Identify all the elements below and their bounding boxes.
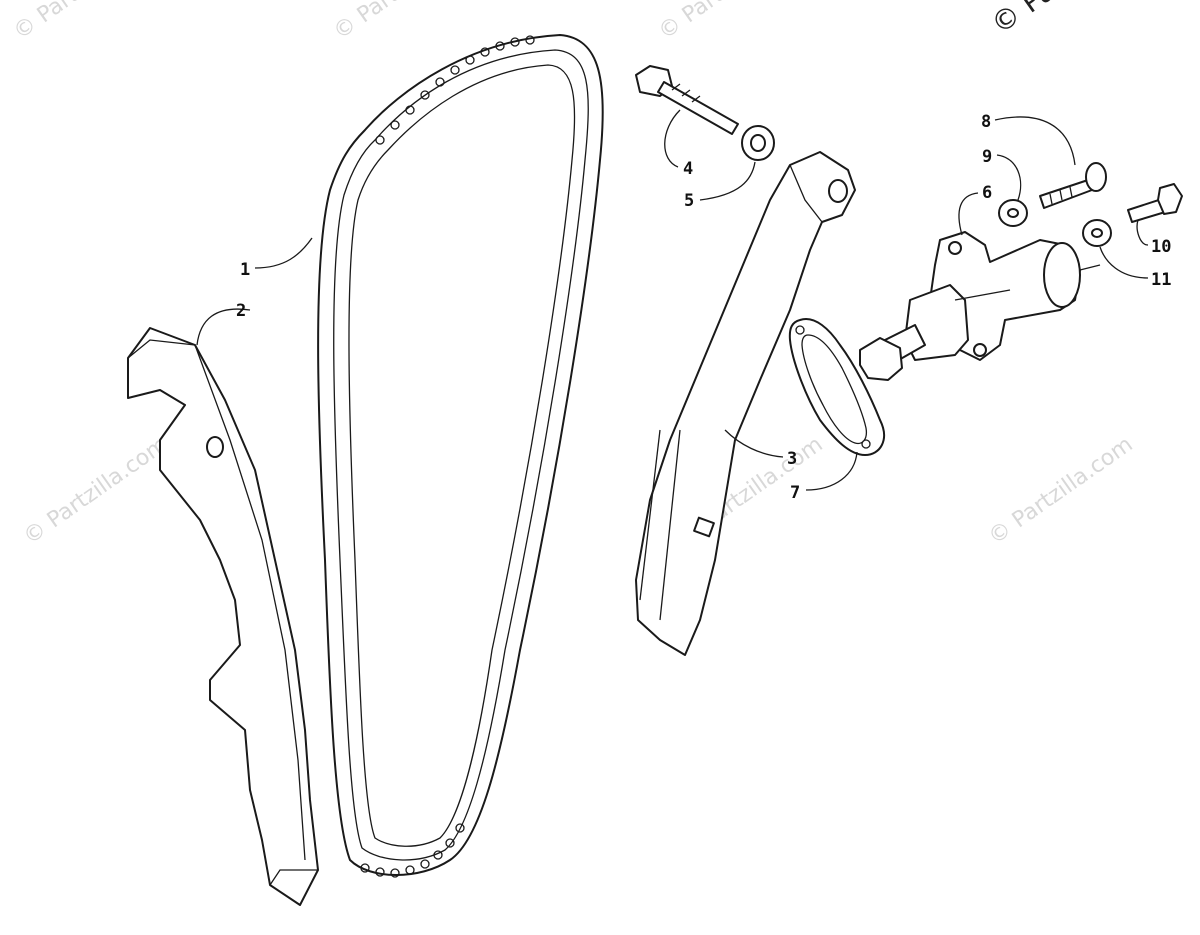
leader-5 xyxy=(699,161,756,201)
callout-9: 9 xyxy=(982,147,992,167)
arm-slot xyxy=(693,516,715,538)
chain-links-bottom xyxy=(360,823,465,878)
leader-11 xyxy=(1099,246,1149,279)
leader-7 xyxy=(805,451,858,491)
leader-6 xyxy=(958,192,979,236)
leader-10 xyxy=(1136,219,1149,246)
leader-9 xyxy=(996,154,1022,201)
callout-2: 2 xyxy=(236,301,246,321)
callout-7: 7 xyxy=(790,483,800,503)
chain-links-top xyxy=(375,35,535,145)
watermark-mid-left: © Partzilla.com xyxy=(19,432,172,550)
callout-4: 4 xyxy=(683,159,693,179)
callout-1: 1 xyxy=(240,260,250,280)
arm-pivot-hole xyxy=(828,179,848,203)
chain-guide-left xyxy=(127,327,319,906)
callout-labels: 1 2 3 4 5 6 7 8 9 10 11 xyxy=(236,112,1171,503)
watermark-top-mid: © Partzilla.com xyxy=(329,0,482,45)
callout-11: 11 xyxy=(1151,270,1171,290)
callout-8: 8 xyxy=(981,112,991,132)
guide-pin xyxy=(206,436,224,458)
washer-5 xyxy=(741,125,775,161)
watermark-top-left: © Partzilla.com xyxy=(9,0,162,45)
washer-11 xyxy=(1082,219,1112,247)
bolt-10 xyxy=(1127,183,1183,223)
leader-1 xyxy=(254,237,313,269)
callout-10: 10 xyxy=(1151,237,1171,257)
pivot-bolt xyxy=(635,65,739,135)
gasket xyxy=(788,318,885,456)
tensioner-nut xyxy=(859,337,903,381)
watermark-far-right: © Partzilla.com xyxy=(984,432,1137,550)
callout-5: 5 xyxy=(684,191,694,211)
cam-chain xyxy=(317,34,604,878)
leader-8 xyxy=(994,116,1076,166)
leader-4 xyxy=(664,109,681,168)
bolt-8 xyxy=(1039,162,1107,209)
tensioner-body xyxy=(859,231,1101,381)
callout-6: 6 xyxy=(982,183,992,203)
callout-3: 3 xyxy=(787,449,797,469)
watermark-corner: © Pa xyxy=(985,0,1061,41)
tensioner-arm xyxy=(635,151,856,656)
leader-2 xyxy=(196,308,251,346)
leader-3 xyxy=(724,429,784,458)
leader-lines xyxy=(196,109,1149,491)
washer-9 xyxy=(998,199,1028,227)
watermark-top-right: © Partzilla.com xyxy=(654,0,807,45)
